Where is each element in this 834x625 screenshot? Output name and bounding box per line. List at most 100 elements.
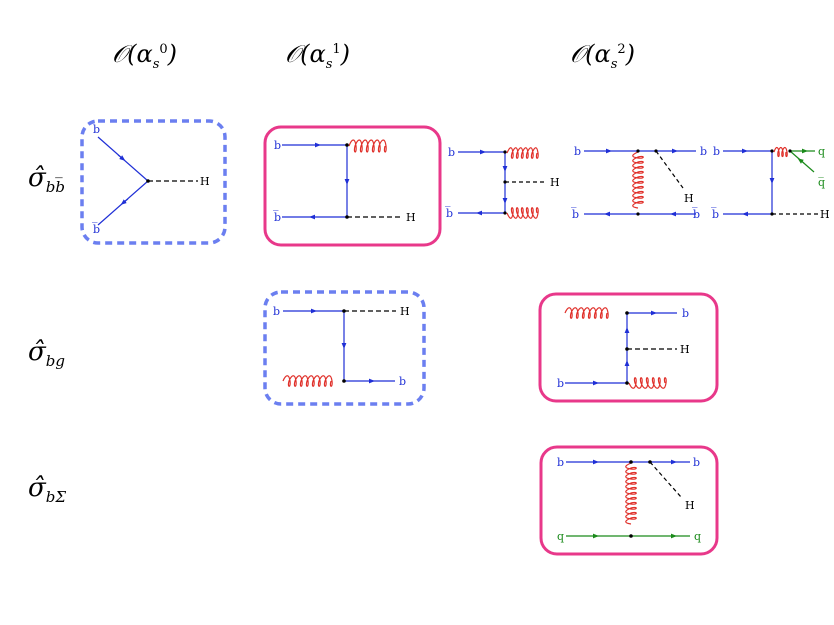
label-b: b — [448, 146, 455, 159]
vertex — [342, 379, 346, 383]
frame-lo-bbbar — [80, 119, 227, 245]
row-label-bg: σ̂bg — [28, 337, 65, 370]
label-b: b — [713, 145, 720, 158]
label-qbar: q̅ — [818, 176, 825, 189]
alpha-subscript: s — [325, 56, 333, 72]
label-b: b — [557, 377, 564, 390]
label-h: H — [200, 175, 210, 188]
row-label-bsigma: σ̂bΣ — [28, 473, 66, 506]
higgs-line — [655, 150, 684, 189]
order-exponent: 1 — [332, 42, 341, 57]
channel-subscript: bg — [45, 352, 65, 371]
vertex — [625, 347, 629, 351]
frame-nlo-bbbar — [263, 125, 442, 247]
order-exponent: 2 — [617, 42, 626, 57]
vertex — [625, 311, 629, 315]
label-h: H — [680, 343, 690, 356]
label-h: H — [820, 208, 830, 221]
label-h: H — [550, 176, 560, 189]
vertex — [648, 460, 652, 464]
order-exponent: 0 — [159, 42, 168, 57]
close-paren: ) — [625, 40, 636, 68]
diagram-bbbar-to-h-lo: b b̅ H — [92, 123, 210, 236]
vertex — [345, 143, 349, 147]
label-bbar: b̅ — [92, 222, 101, 236]
column-header-order-1: 𝒪(αs1) — [285, 40, 350, 72]
label-h: H — [684, 192, 694, 205]
label-b: b — [700, 145, 707, 158]
vertex — [503, 180, 507, 184]
label-b: b — [273, 305, 280, 318]
label-h: H — [400, 305, 410, 318]
label-h: H — [685, 499, 695, 512]
vertex — [629, 460, 633, 464]
label-b: b — [693, 456, 700, 469]
sigma-hat: σ̂ — [28, 337, 46, 367]
diagram-bbbar-nnlo-b: b b b̅ b̅ H — [571, 145, 708, 221]
order-symbol: 𝒪(α — [285, 40, 326, 68]
diagram-bsigma-nnlo: b b H q q — [557, 456, 701, 543]
gluon-line — [506, 207, 539, 219]
label-h: H — [406, 211, 416, 224]
sigma-hat: σ̂ — [28, 163, 46, 193]
vertex — [636, 212, 640, 216]
diagram-bbbar-nnlo-a: b b̅ H — [445, 146, 560, 220]
label-b: b — [574, 145, 581, 158]
gluon-line — [632, 151, 644, 209]
column-header-order-2: 𝒪(αs2) — [570, 40, 635, 72]
label-q: q — [818, 145, 825, 158]
antiquark-arrow — [120, 198, 129, 205]
vertex — [345, 215, 349, 219]
frame-nlo-bg — [538, 292, 719, 403]
label-b: b — [399, 375, 406, 388]
vertex — [625, 381, 629, 385]
vertex — [503, 150, 507, 154]
label-bbar: b̅ — [692, 207, 701, 221]
gluon-line — [348, 139, 387, 153]
vertex — [503, 211, 507, 215]
close-paren: ) — [167, 40, 178, 68]
higgs-line — [649, 461, 682, 498]
gluon-line — [773, 146, 788, 158]
gluon-line — [564, 307, 609, 319]
order-symbol: 𝒪(α — [570, 40, 611, 68]
vertex — [146, 179, 150, 183]
label-b: b — [93, 123, 100, 136]
order-symbol: 𝒪(α — [112, 40, 153, 68]
gluon-line — [625, 462, 637, 525]
label-b: b — [557, 456, 564, 469]
gluon-line — [282, 375, 333, 387]
vertex — [770, 149, 774, 153]
diagram-bbbar-nnlo-c: b b̅ q q̅ H — [711, 145, 830, 221]
diagram-bbbar-nlo: b b̅ H — [273, 139, 416, 224]
sigma-hat: σ̂ — [28, 473, 46, 503]
alpha-subscript: s — [610, 56, 618, 72]
vertex — [629, 534, 633, 538]
vertex — [788, 149, 792, 153]
label-q: q — [557, 530, 564, 543]
label-b: b — [274, 139, 281, 152]
label-bbar: b̅ — [445, 206, 454, 220]
light-antiquark-arrow — [797, 158, 805, 164]
quark-arrow — [117, 154, 126, 161]
channel-subscript: bΣ — [45, 488, 66, 507]
label-b: b — [682, 307, 689, 320]
frame-bsigma — [539, 445, 719, 556]
frame-lo-bg — [263, 290, 426, 406]
close-paren: ) — [340, 40, 351, 68]
column-header-order-0: 𝒪(αs0) — [112, 40, 177, 72]
vertex — [770, 212, 774, 216]
vertex — [342, 309, 346, 313]
diagram-bg-nnlo: b H b — [557, 307, 690, 390]
label-bbar: b̅ — [571, 207, 580, 221]
row-label-bbbar: σ̂bb̅ — [28, 163, 65, 196]
diagram-bg-lo: b H b — [273, 305, 410, 388]
gluon-line — [628, 377, 667, 389]
gluon-line — [506, 147, 539, 159]
vertex — [636, 149, 640, 153]
vertex — [654, 149, 658, 153]
label-q: q — [694, 530, 701, 543]
label-bbar: b̅ — [273, 210, 282, 224]
channel-subscript: bb̅ — [45, 178, 65, 197]
